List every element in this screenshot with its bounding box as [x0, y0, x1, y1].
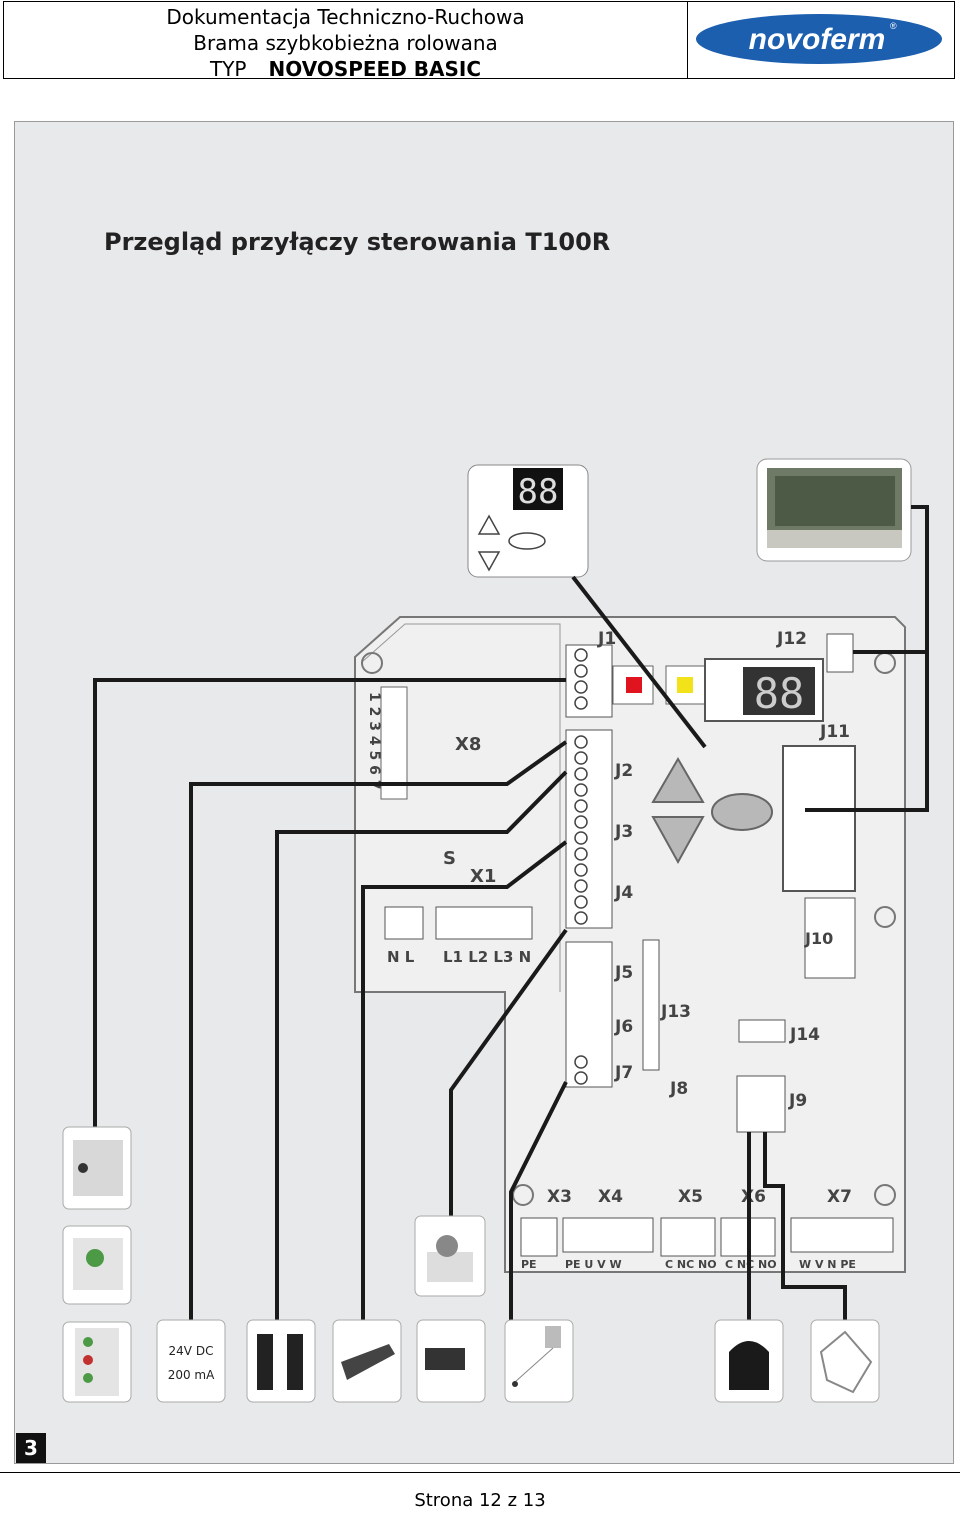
label-j6: J6 — [614, 1017, 633, 1037]
label-x3: X3 — [547, 1187, 572, 1207]
label-x6: X6 — [741, 1187, 766, 1207]
power-terminals-l1l2l3n: L1 L2 L3 N — [443, 948, 531, 966]
x8-pin-numbers: 1 2 3 4 5 6 7 — [366, 692, 382, 789]
label-j3: J3 — [614, 822, 633, 842]
board-up-button — [651, 757, 705, 803]
logo-mark: ® — [890, 21, 897, 31]
label-j5: J5 — [614, 963, 633, 983]
power-supply-voltage: 24V DC — [169, 1344, 214, 1358]
header-line-1: Dokumentacja Techniczno-Ruchowa — [166, 5, 525, 29]
board-ok-button — [711, 793, 773, 831]
yellow-led-indicator — [677, 677, 693, 693]
type-value: NOVOSPEED BASIC — [268, 57, 482, 81]
push-button-device — [62, 1225, 132, 1305]
label-j12: J12 — [776, 629, 807, 649]
label-x7: X7 — [827, 1187, 852, 1207]
power-terminals-nl: N L — [387, 948, 415, 966]
header-type-line: TYP NOVOSPEED BASIC — [4, 57, 687, 81]
power-supply-current: 200 mA — [168, 1368, 215, 1382]
page-number: Strona 12 z 13 — [414, 1490, 546, 1511]
oval-button-icon — [508, 532, 546, 550]
document-header: Dokumentacja Techniczno-Ruchowa Brama sz… — [3, 1, 955, 81]
warning-lamp-device — [714, 1319, 784, 1403]
label-j8: J8 — [669, 1079, 688, 1099]
motor-drive-device — [810, 1319, 880, 1403]
safety-edge-device — [332, 1319, 402, 1403]
header-divider — [687, 2, 688, 78]
keypad-display-digits: 88 — [518, 472, 559, 512]
radar-sensor-device — [416, 1319, 486, 1403]
board-display-digits: 88 — [754, 669, 805, 718]
control-board: X8 1 2 3 4 5 6 7 S X1 N L L1 L2 L3 N J1 … — [354, 616, 906, 1273]
wiring-lines — [93, 505, 929, 1322]
emergency-button-device — [414, 1215, 486, 1297]
label-s: S — [443, 848, 456, 869]
label-x5: X5 — [678, 1187, 703, 1207]
label-j13: J13 — [660, 1002, 691, 1022]
label-j7: J7 — [614, 1063, 633, 1083]
x4-terminal-labels: PE U V W — [565, 1258, 622, 1271]
power-supply-output-box: 24V DC 200 mA — [156, 1319, 226, 1403]
label-x8: X8 — [455, 734, 481, 755]
type-label: TYP — [209, 57, 247, 81]
footer-rule — [0, 1472, 960, 1473]
label-j2: J2 — [614, 761, 633, 781]
pull-switch-device — [504, 1319, 574, 1403]
x3-terminal-labels: PE — [521, 1258, 537, 1271]
header-line-2: Brama szybkobieżna rolowana — [193, 31, 498, 55]
x7-terminal-labels: W V N PE — [799, 1258, 856, 1271]
label-x4: X4 — [598, 1187, 623, 1207]
figure-title: Przegląd przyłączy sterowania T100R — [104, 228, 611, 256]
board-down-button — [651, 816, 705, 865]
label-j10: J10 — [804, 929, 833, 948]
logo-text: novoferm — [749, 23, 886, 56]
three-button-panel-device — [62, 1321, 132, 1403]
label-j14: J14 — [789, 1025, 820, 1045]
label-j9: J9 — [788, 1091, 807, 1111]
label-j4: J4 — [614, 883, 633, 903]
controller-diagram: 88 X8 1 2 3 4 5 6 7 S X1 N L L1 L2 L3 N — [62, 458, 929, 1403]
up-arrow-icon — [477, 514, 501, 535]
photocell-device — [246, 1319, 316, 1403]
key-switch-device — [62, 1126, 132, 1210]
red-led-indicator — [626, 677, 642, 693]
display-keypad-module: 88 — [467, 464, 589, 578]
label-j11: J11 — [819, 722, 850, 742]
novoferm-logo: novoferm ® — [696, 14, 942, 64]
radio-receiver-module — [756, 458, 912, 562]
down-arrow-icon — [477, 551, 501, 572]
connection-overview-figure: Przegląd przyłączy sterowania T100R 88 — [14, 121, 954, 1464]
label-x1: X1 — [470, 866, 496, 887]
figure-number: 3 — [16, 1433, 46, 1463]
x5-terminal-labels: C NC NO — [665, 1258, 717, 1271]
label-j1: J1 — [597, 629, 616, 649]
